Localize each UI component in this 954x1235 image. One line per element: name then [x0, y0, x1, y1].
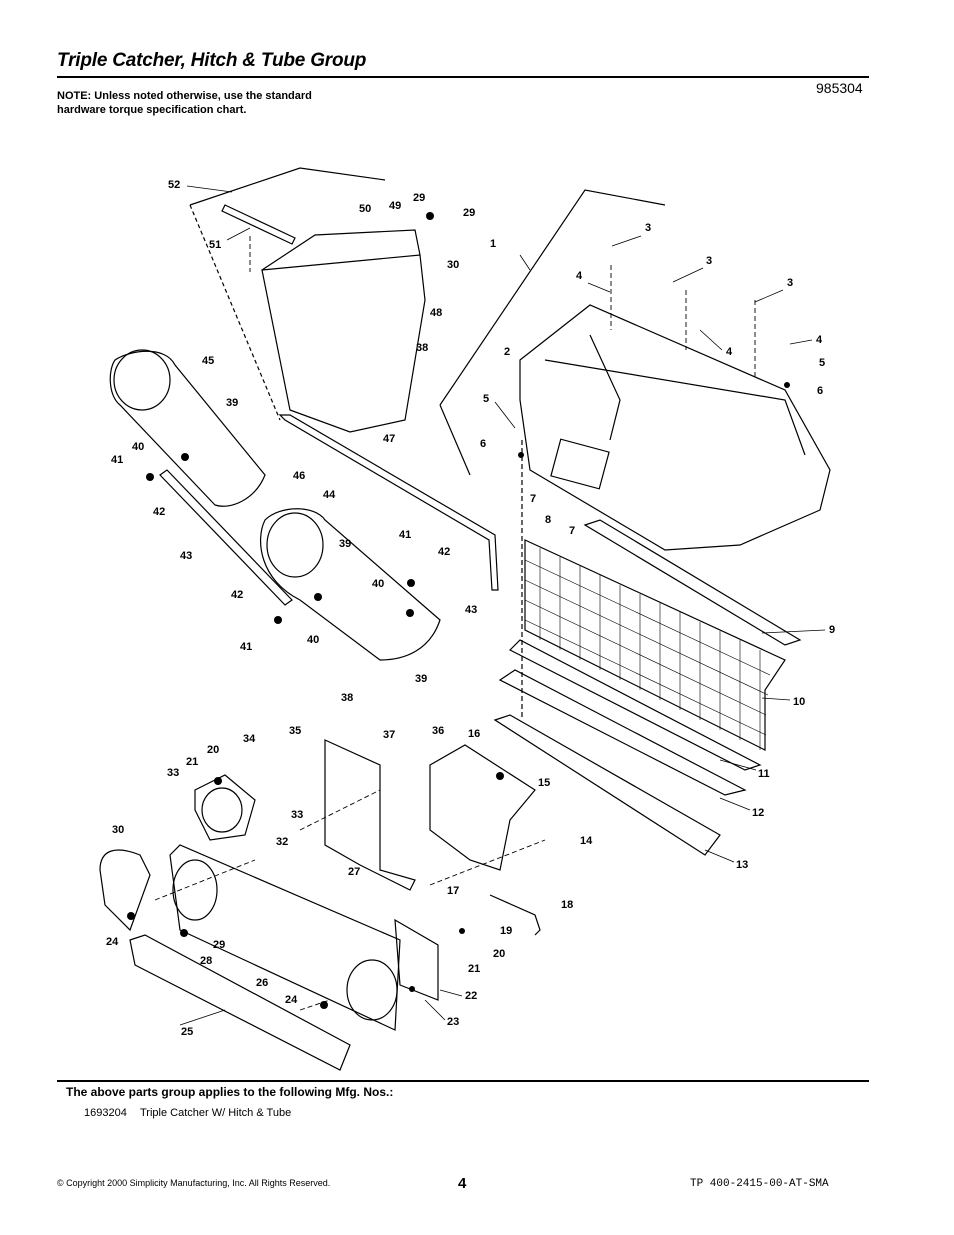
callout-label: 50	[359, 203, 371, 215]
copyright-notice: © Copyright 2000 Simplicity Manufacturin…	[57, 1178, 331, 1188]
callout-label: 2	[504, 346, 510, 358]
callout-label: 8	[545, 514, 551, 526]
callout-label: 16	[468, 728, 480, 740]
callout-label: 32	[276, 836, 288, 848]
callout-label: 34	[243, 733, 256, 745]
callout-label: 20	[493, 948, 505, 960]
applies-heading: The above parts group applies to the fol…	[66, 1085, 394, 1099]
callout-label: 3	[787, 277, 793, 289]
page-title: Triple Catcher, Hitch & Tube Group	[57, 50, 367, 71]
callout-label: 42	[231, 589, 243, 601]
callout-label: 42	[438, 546, 450, 558]
callout-label: 29	[463, 207, 475, 219]
callout-label: 33	[291, 809, 303, 821]
exploded-parts-diagram: 52 51 50 49 29 29 30 48 38 45 39 40 41 4…	[99, 167, 835, 1071]
callout-label: 33	[167, 767, 179, 779]
callout-label: 36	[432, 725, 444, 737]
callout-label: 4	[816, 334, 823, 346]
page-number: 4	[458, 1175, 467, 1192]
callout-label: 18	[561, 899, 573, 911]
document-reference: TP 400-2415-00-AT-SMA	[690, 1178, 829, 1190]
callout-label: 41	[399, 529, 411, 541]
callout-label: 30	[447, 259, 459, 271]
callout-labels: 52 51 50 49 29 29 30 48 38 45 39 40 41 4…	[106, 179, 835, 1038]
callout-label: 27	[348, 866, 360, 878]
callout-label: 29	[213, 939, 225, 951]
callout-label: 38	[416, 342, 428, 354]
callout-label: 39	[226, 397, 238, 409]
callout-label: 41	[111, 454, 123, 466]
callout-label: 1	[490, 238, 496, 250]
callout-label: 48	[430, 307, 442, 319]
callout-label: 9	[829, 624, 835, 636]
callout-label: 19	[500, 925, 512, 937]
callout-label: 37	[383, 729, 395, 741]
callout-label: 7	[569, 525, 575, 537]
callout-label: 51	[209, 239, 221, 251]
callout-label: 7	[530, 493, 536, 505]
callout-label: 5	[483, 393, 489, 405]
callout-label: 35	[289, 725, 301, 737]
callout-label: 3	[706, 255, 712, 267]
callout-label: 21	[186, 756, 198, 768]
callout-label: 13	[736, 859, 748, 871]
callout-label: 12	[752, 807, 764, 819]
callout-label: 21	[468, 963, 480, 975]
callout-label: 46	[293, 470, 305, 482]
callout-label: 43	[180, 550, 192, 562]
callout-label: 17	[447, 885, 459, 897]
callout-label: 15	[538, 777, 550, 789]
top-divider	[57, 76, 869, 78]
callout-label: 6	[480, 438, 486, 450]
callout-label: 49	[389, 200, 401, 212]
callout-label: 29	[413, 192, 425, 204]
callout-label: 24	[106, 936, 119, 948]
mfg-description: Triple Catcher W/ Hitch & Tube	[140, 1107, 292, 1119]
callout-label: 11	[758, 768, 770, 780]
callout-label: 10	[793, 696, 805, 708]
callout-label: 4	[726, 346, 733, 358]
callout-label: 38	[341, 692, 353, 704]
catcher-bag-shape	[261, 254, 426, 433]
torque-note: NOTE: Unless noted otherwise, use the st…	[57, 90, 312, 116]
callout-label: 25	[181, 1026, 193, 1038]
callout-label: 24	[285, 994, 298, 1006]
callout-label: 5	[819, 357, 825, 369]
callout-label: 22	[465, 990, 477, 1002]
callout-label: 47	[383, 433, 395, 445]
callout-label: 44	[323, 489, 336, 501]
callout-label: 42	[153, 506, 165, 518]
callout-label: 39	[339, 538, 351, 550]
callout-label: 40	[372, 578, 384, 590]
diagram-part-number: 985304	[816, 80, 863, 96]
mfg-number: 1693204	[84, 1107, 127, 1119]
callout-label: 40	[307, 634, 319, 646]
callout-label: 14	[580, 835, 593, 847]
callout-label: 39	[415, 673, 427, 685]
callout-label: 20	[207, 744, 219, 756]
callout-label: 3	[645, 222, 651, 234]
callout-label: 26	[256, 977, 268, 989]
callout-label: 28	[200, 955, 212, 967]
callout-label: 30	[112, 824, 124, 836]
catcher-cover-shape	[519, 304, 831, 551]
callout-label: 6	[817, 385, 823, 397]
callout-label: 23	[447, 1016, 459, 1028]
callout-label: 52	[168, 179, 180, 191]
callout-label: 43	[465, 604, 477, 616]
mfg-item: 1693204 Triple Catcher W/ Hitch & Tube	[84, 1107, 291, 1119]
callout-label: 45	[202, 355, 214, 367]
callout-label: 40	[132, 441, 144, 453]
callout-label: 4	[576, 270, 583, 282]
callout-label: 41	[240, 641, 252, 653]
bottom-divider	[57, 1080, 869, 1082]
